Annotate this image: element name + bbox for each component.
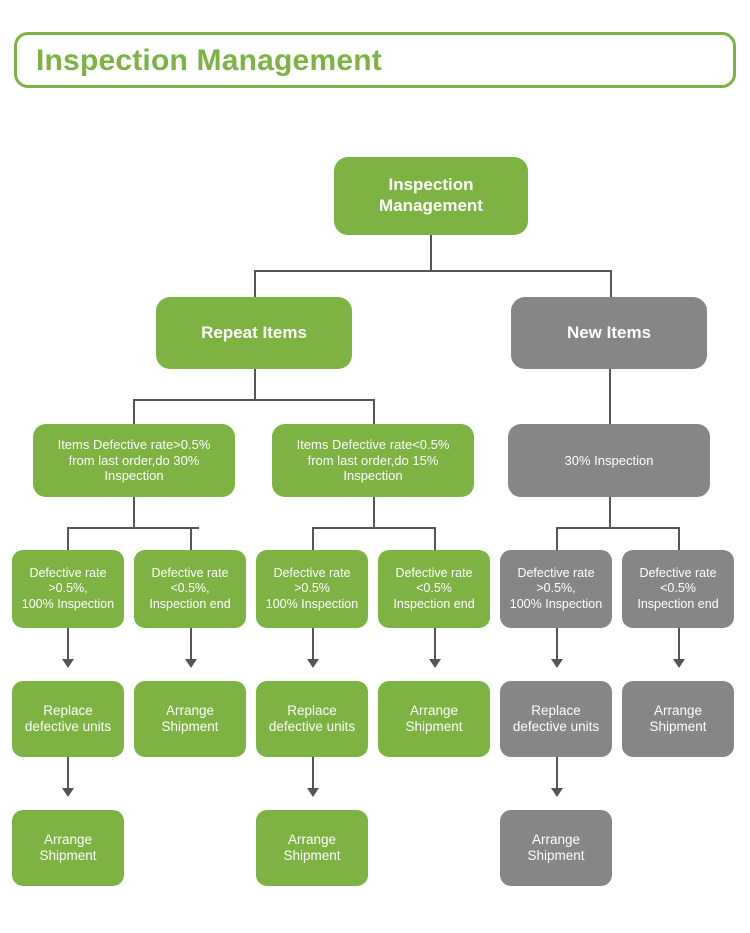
arrow-l4e-to-l5e-shaft [556, 628, 558, 661]
connector-l3b-to-l4c [312, 527, 314, 550]
connector-root-bus [254, 270, 612, 272]
node-l5-replace-c[interactable]: Replace defective units [256, 681, 368, 757]
node-l5-arrange-b[interactable]: Arrange Shipment [134, 681, 246, 757]
arrow-l5a-to-l6a-shaft [67, 757, 69, 790]
connector-l3c-bus [556, 527, 679, 529]
arrow-l4f-to-l5f-shaft [678, 628, 680, 661]
arrow-l4b-to-l5b-head [185, 659, 197, 668]
arrow-l4b-to-l5b-shaft [190, 628, 192, 661]
node-l5-arrange-f[interactable]: Arrange Shipment [622, 681, 734, 757]
node-l4-repeat-low-under[interactable]: Defective rate <0.5% Inspection end [378, 550, 490, 628]
arrow-l4d-to-l5d-head [429, 659, 441, 668]
arrow-l4f-to-l5f-head [673, 659, 685, 668]
arrow-l4a-to-l5a-shaft [67, 628, 69, 661]
node-l6-arrange-b[interactable]: Arrange Shipment [256, 810, 368, 886]
connector-l3a-stem [133, 497, 135, 528]
node-l5-replace-a[interactable]: Replace defective units [12, 681, 124, 757]
connector-root-to-new [610, 270, 612, 297]
connector-root-to-repeat [254, 270, 256, 297]
node-l4-repeat-high-under[interactable]: Defective rate <0.5%, Inspection end [134, 550, 246, 628]
node-inspection-management[interactable]: Inspection Management [334, 157, 528, 235]
node-l6-arrange-a[interactable]: Arrange Shipment [12, 810, 124, 886]
connector-root-stem [430, 235, 432, 271]
arrow-l4d-to-l5d-shaft [434, 628, 436, 661]
header-frame [14, 32, 736, 88]
connector-new-to-l3c [609, 369, 611, 424]
node-repeat-items[interactable]: Repeat Items [156, 297, 352, 369]
arrow-l4c-to-l5c-shaft [312, 628, 314, 661]
connector-l3b-bus [312, 527, 435, 529]
arrow-l4e-to-l5e-head [551, 659, 563, 668]
arrow-l5a-to-l6a-head [62, 788, 74, 797]
connector-l3c-stem [609, 497, 611, 528]
connector-l3b-to-l4d [434, 527, 436, 550]
node-l5-replace-e[interactable]: Replace defective units [500, 681, 612, 757]
arrow-l5e-to-l6c-head [551, 788, 563, 797]
node-l6-arrange-c[interactable]: Arrange Shipment [500, 810, 612, 886]
node-l4-new-under[interactable]: Defective rate <0.5% Inspection end [622, 550, 734, 628]
node-l4-new-over[interactable]: Defective rate >0.5%, 100% Inspection [500, 550, 612, 628]
arrow-l5c-to-l6b-head [307, 788, 319, 797]
connector-repeat-bus [133, 399, 375, 401]
connector-repeat-to-l3b [373, 399, 375, 424]
connector-l3b-stem [373, 497, 375, 528]
connector-repeat-to-l3a [133, 399, 135, 424]
node-new-items[interactable]: New Items [511, 297, 707, 369]
connector-repeat-stem [254, 369, 256, 400]
connector-l3a-to-l4b [190, 527, 192, 550]
arrow-l4a-to-l5a-head [62, 659, 74, 668]
connector-l3c-to-l4e [556, 527, 558, 550]
arrow-l4c-to-l5c-head [307, 659, 319, 668]
arrow-l5c-to-l6b-shaft [312, 757, 314, 790]
arrow-l5e-to-l6c-shaft [556, 757, 558, 790]
node-repeat-low-defect[interactable]: Items Defective rate<0.5% from last orde… [272, 424, 474, 497]
connector-l3c-to-l4f [678, 527, 680, 550]
connector-l3a-bus [67, 527, 199, 529]
connector-l3a-to-l4a [67, 527, 69, 550]
node-l5-arrange-d[interactable]: Arrange Shipment [378, 681, 490, 757]
node-new-30pct-inspection[interactable]: 30% Inspection [508, 424, 710, 497]
node-l4-repeat-low-over[interactable]: Defective rate >0.5% 100% Inspection [256, 550, 368, 628]
node-l4-repeat-high-over[interactable]: Defective rate >0.5%, 100% Inspection [12, 550, 124, 628]
page-title: Inspection Management [36, 44, 382, 77]
node-repeat-high-defect[interactable]: Items Defective rate>0.5% from last orde… [33, 424, 235, 497]
